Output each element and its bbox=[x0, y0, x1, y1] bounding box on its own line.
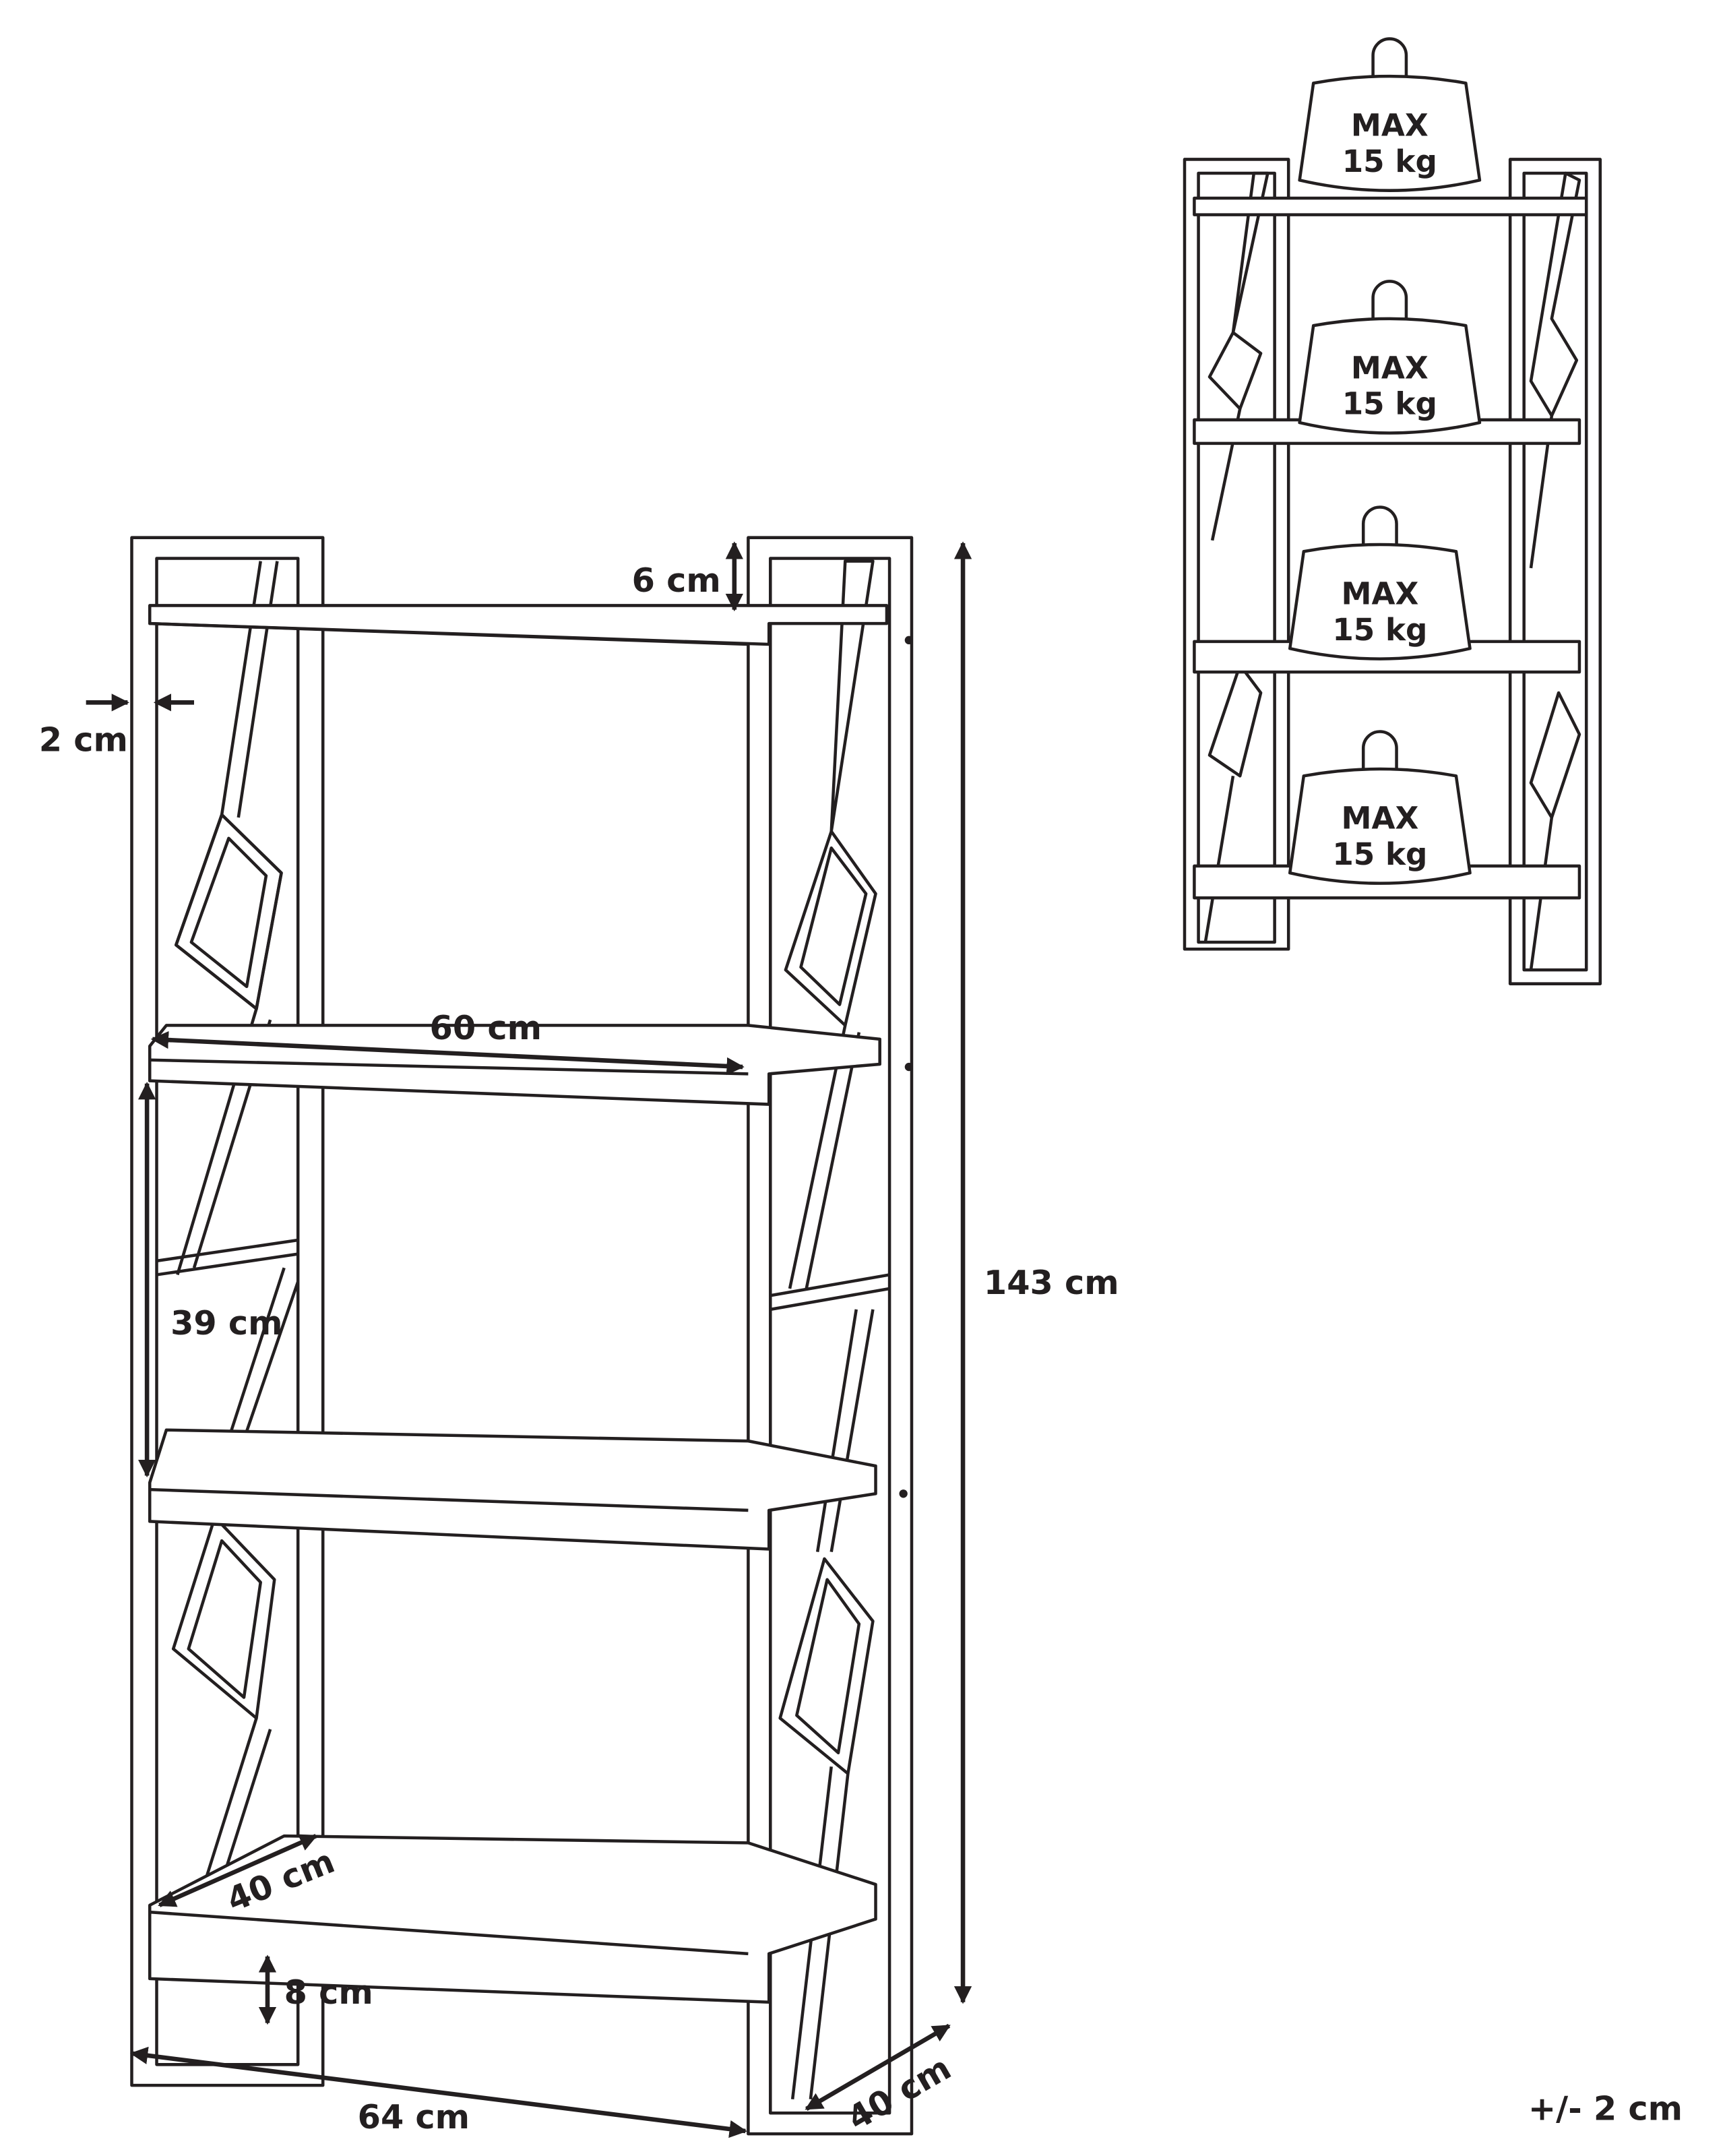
label-top-offset: 6 cm bbox=[632, 561, 721, 600]
label-frame-thickness: 2 cm bbox=[39, 720, 128, 759]
svg-text:15 kg: 15 kg bbox=[1332, 612, 1427, 648]
dimension-lines bbox=[86, 541, 972, 2138]
label-total-width: 64 cm bbox=[358, 2097, 470, 2136]
weight-icon: MAX 15 kg bbox=[1288, 505, 1472, 660]
label-shelf-spacing: 39 cm bbox=[170, 1303, 282, 1343]
weight-icon: MAX 15 kg bbox=[1298, 280, 1482, 435]
svg-text:15 kg: 15 kg bbox=[1342, 144, 1437, 179]
label-tolerance: +/- 2 cm bbox=[1528, 2089, 1683, 2128]
svg-text:15 kg: 15 kg bbox=[1342, 386, 1437, 422]
svg-text:MAX: MAX bbox=[1351, 107, 1429, 143]
svg-text:MAX: MAX bbox=[1341, 576, 1418, 611]
svg-text:MAX: MAX bbox=[1341, 800, 1418, 836]
weight-icon: MAX 15 kg bbox=[1288, 730, 1472, 885]
svg-text:MAX: MAX bbox=[1351, 350, 1429, 386]
weight-icon: MAX 15 kg bbox=[1298, 37, 1482, 192]
load-capacity-drawing: MAX 15 kg MAX 15 kg MAX 15 kg MAX 15 kg bbox=[1183, 37, 1602, 985]
label-total-height: 143 cm bbox=[984, 1263, 1119, 1302]
label-total-depth: 40 cm bbox=[841, 2048, 958, 2138]
label-shelf-width: 60 cm bbox=[430, 1008, 542, 1047]
svg-text:15 kg: 15 kg bbox=[1332, 836, 1427, 872]
label-bottom-clearance: 8 cm bbox=[284, 1973, 373, 2012]
